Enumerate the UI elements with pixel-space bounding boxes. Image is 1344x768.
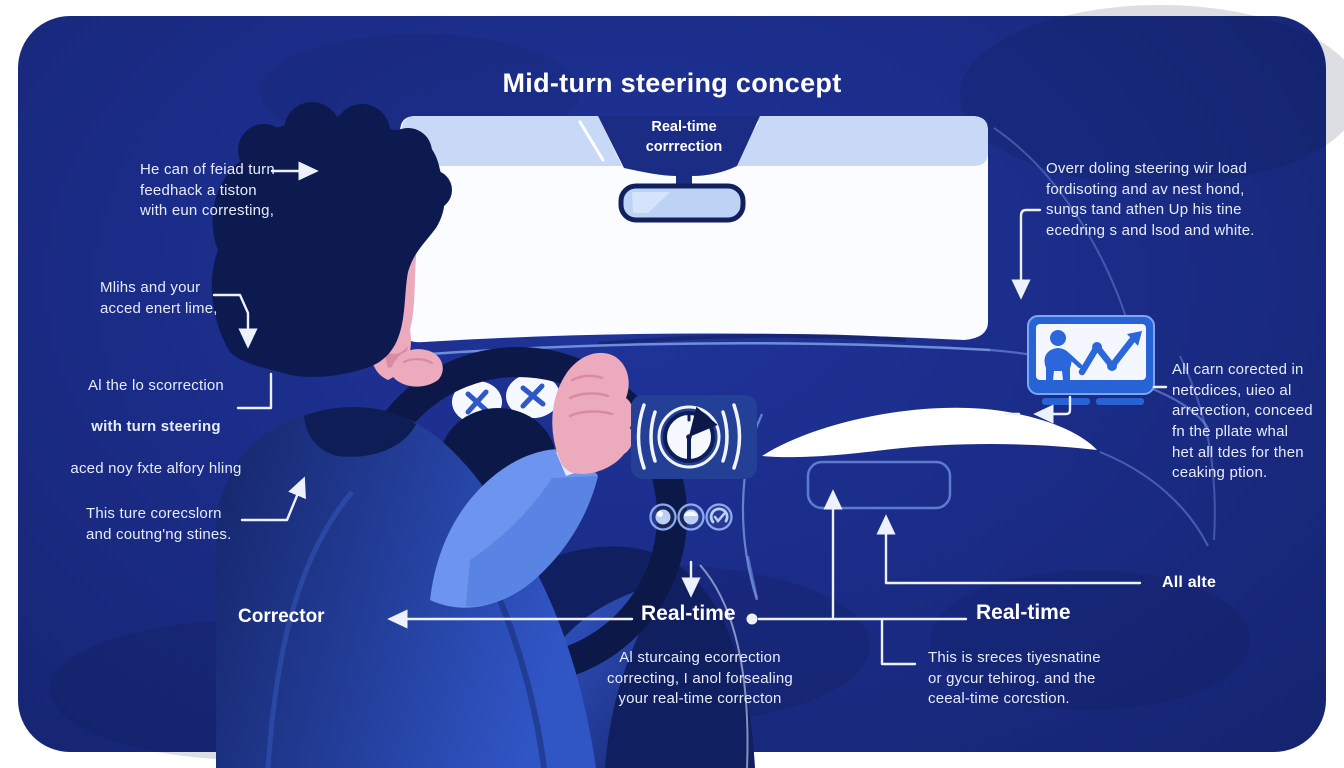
annotation-top-right: Overr doling steering wir load fordisoti…: [1046, 160, 1255, 240]
annotation-mid-left-lower: Al the lo scorrection with turn steering…: [66, 376, 246, 479]
annotation-bottom-center: Al sturcaing ecorrection correcting, I a…: [607, 649, 793, 708]
arrow-under-monitor: [1033, 395, 1072, 424]
annotation-line: aced noy fxte alfory hling: [70, 459, 242, 477]
driver-right-hand: [552, 352, 634, 474]
annotation-mid-left-upper: Mlihs and your acced enert lime,: [100, 279, 218, 317]
dashboard-highlight-swoosh: [762, 407, 1097, 458]
rearview-mirror-icon: [618, 183, 746, 223]
sun-visor-right: [737, 116, 988, 166]
annotation-line: Al the lo scorrection: [88, 377, 224, 394]
arrow-mid-left-upper: [212, 293, 258, 349]
annotation-lower-left: This ture corecslorn and coutng'ng stine…: [86, 505, 232, 543]
clock-display-icon: [631, 395, 757, 479]
arrow-up-to-rectangle-2: [876, 514, 1142, 585]
driver-hair: [211, 102, 452, 377]
arrow-lower-left: [240, 476, 306, 522]
annotation-mid-right: All carn corected in netcdices, uieo al …: [1172, 361, 1313, 482]
windshield-label: Real-time corrrection: [645, 119, 723, 155]
label-corrector: Corrector: [238, 606, 325, 627]
windshield: [400, 116, 988, 346]
annotation-bottom-right: This is sreces tiyesnatine or gycur tehi…: [928, 649, 1101, 708]
label-real-time-right: Real-time: [976, 601, 1071, 624]
mirror-mount: [598, 116, 760, 190]
sun-visor-left: [402, 116, 622, 166]
annotation-arrows: [212, 161, 1168, 666]
label-all-alte: All alte: [1162, 574, 1217, 591]
driver-left-hand: [391, 349, 443, 387]
person-icon: [1044, 330, 1072, 380]
bracket-mid-left: [236, 372, 273, 410]
wiper-line: [597, 333, 907, 346]
bullet-dot: [746, 613, 758, 625]
line-chart-icon: [1078, 331, 1142, 376]
annotation-top-left: He can of feiad turn feedhack a tiston w…: [140, 161, 275, 220]
monitor-chart-icon: [1027, 315, 1155, 405]
annotation-line-bold: with turn steering: [91, 418, 221, 436]
vibration-waves: [636, 403, 742, 470]
highlight-rectangle: [806, 460, 952, 510]
bracket-bottom-right: [880, 618, 917, 666]
driver-figure: [211, 102, 634, 768]
arrow-top-right: [1011, 208, 1042, 300]
page-title: Mid-turn steering concept: [502, 68, 842, 98]
dashboard-buttons: [649, 503, 733, 531]
label-real-time-left: Real-time: [641, 602, 736, 625]
